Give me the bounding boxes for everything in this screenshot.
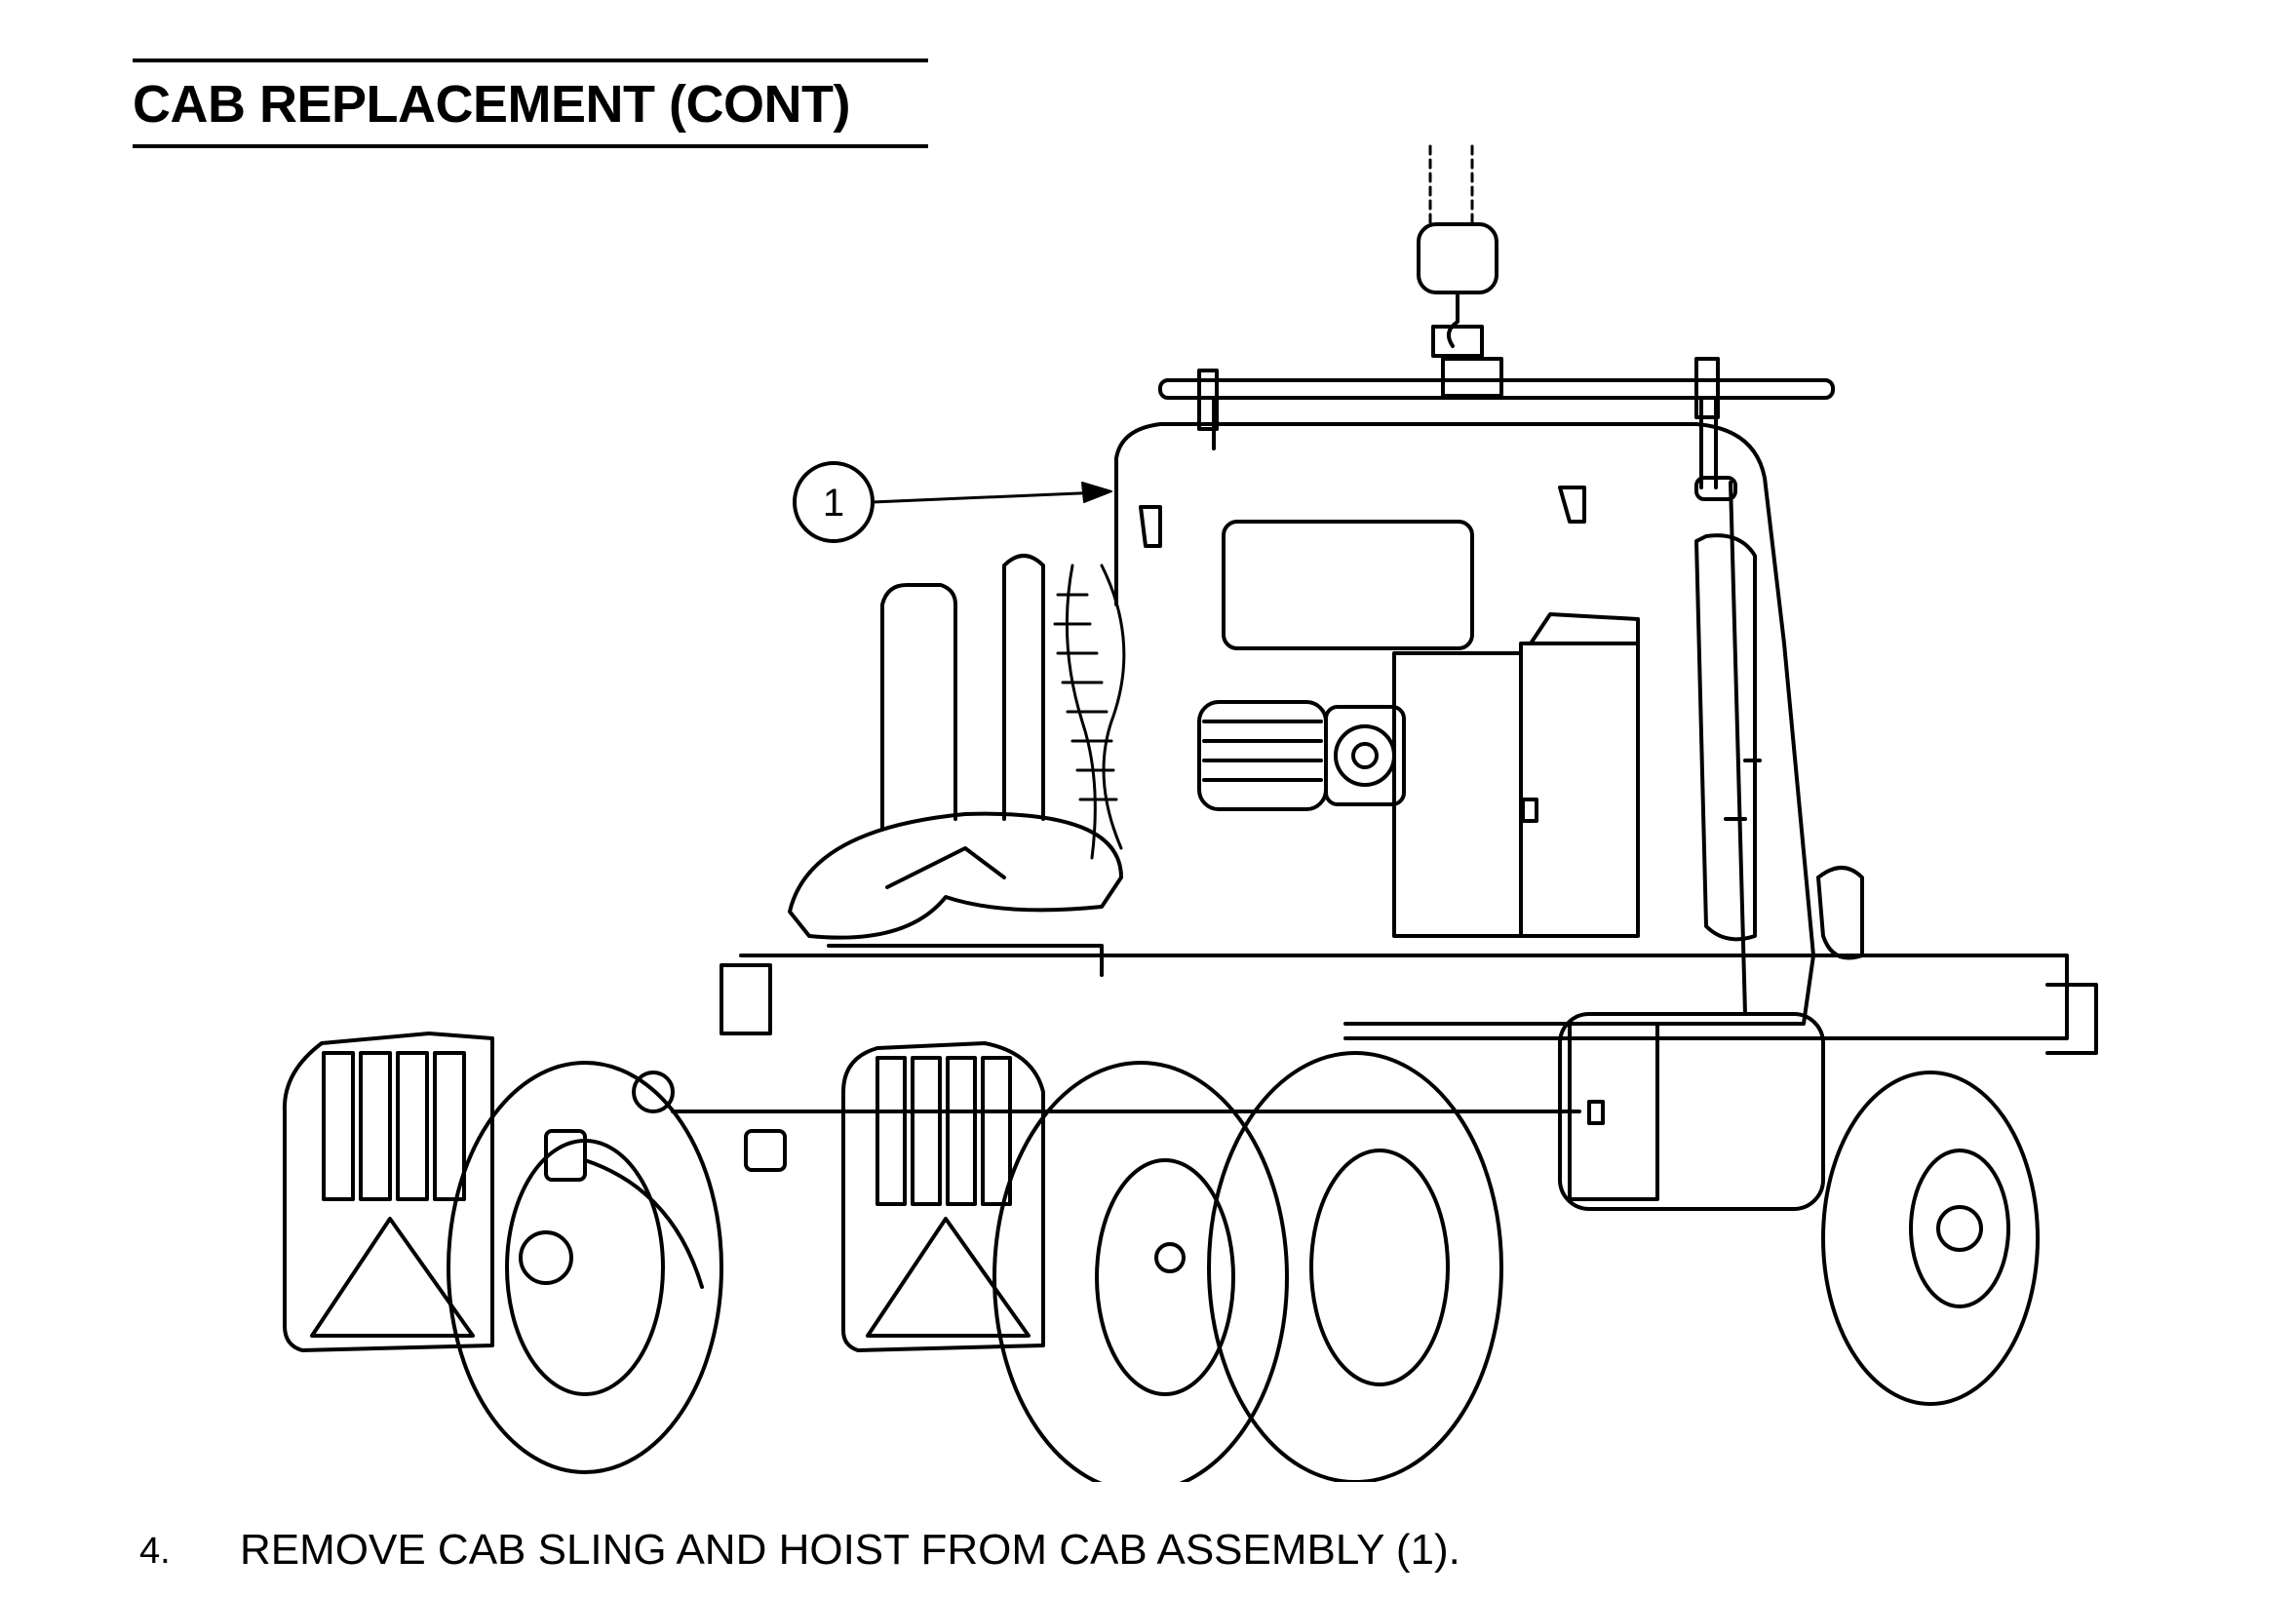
lifting-bar — [1158, 357, 1835, 489]
left-mudflap — [282, 1032, 494, 1352]
front-tire — [1816, 866, 2040, 1406]
hoist-chains — [1428, 144, 1474, 226]
frame-rails — [671, 954, 2098, 1113]
right-mudflap — [841, 1041, 1045, 1352]
truck-cab-illustration: 1 — [263, 136, 2116, 1482]
rear-tires — [447, 1051, 1503, 1482]
page-title: CAB REPLACEMENT (CONT) — [133, 75, 850, 134]
callout-1: 1 — [793, 461, 1112, 543]
exhaust-stacks — [880, 554, 1045, 831]
fuel-tank — [1558, 1012, 1825, 1211]
rear-lights — [519, 1071, 787, 1289]
callout-1-label: 1 — [823, 482, 844, 525]
title-bottom-rule — [133, 144, 928, 148]
winch — [1197, 700, 1406, 811]
title-block: CAB REPLACEMENT (CONT) — [133, 58, 928, 148]
step-text: REMOVE CAB SLING AND HOIST FROM CAB ASSE… — [240, 1526, 1460, 1574]
coiled-air-lines — [1053, 564, 1126, 860]
fifth-wheel — [788, 811, 1123, 977]
hoist-block — [1417, 222, 1498, 358]
equipment-boxes — [1392, 612, 1640, 938]
step-number: 4. — [139, 1531, 171, 1572]
instruction-step: 4. REMOVE CAB SLING AND HOIST FROM CAB A… — [139, 1529, 1460, 1572]
title-top-rule — [133, 58, 928, 62]
cab-body — [1114, 422, 1815, 1026]
